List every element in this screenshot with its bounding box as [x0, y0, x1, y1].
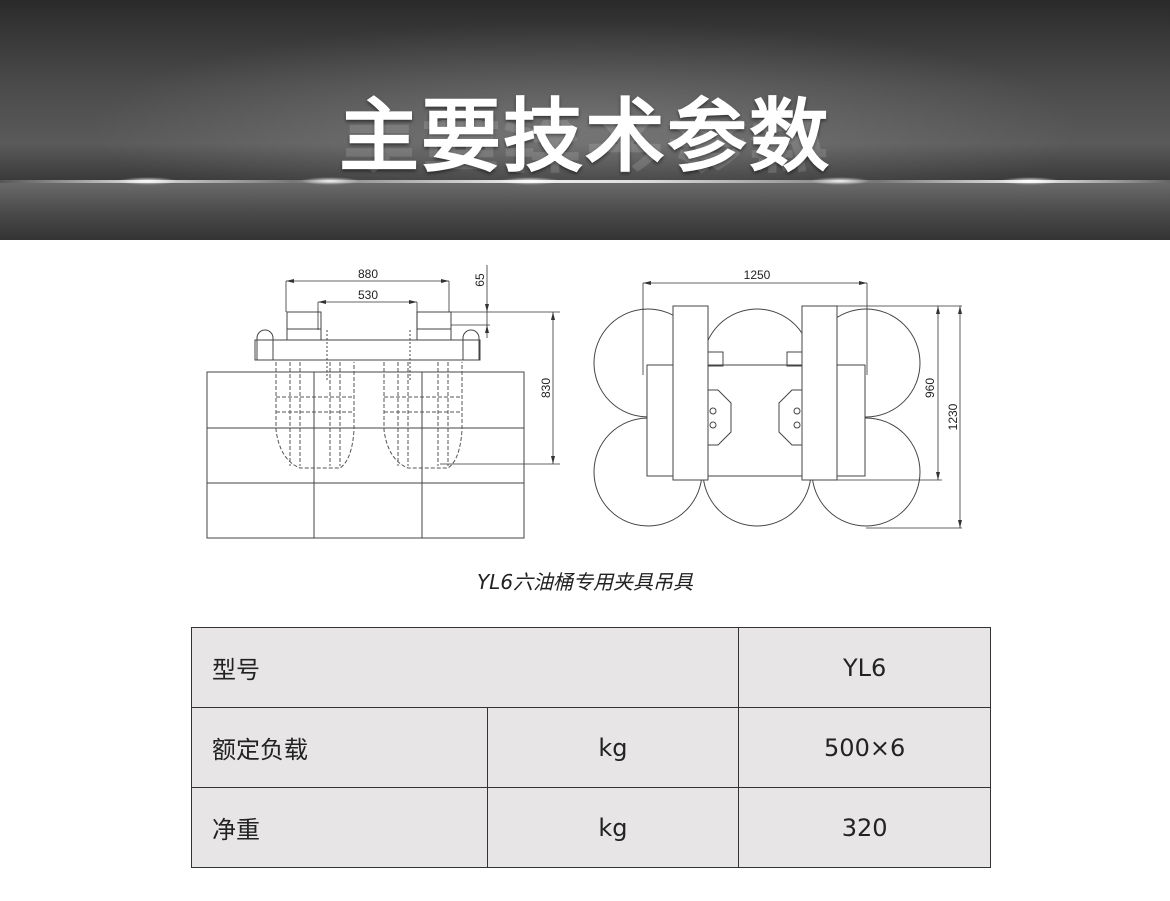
- label-model: 型号: [190, 627, 740, 708]
- value-rated-load: 500×6: [738, 707, 991, 788]
- light-glow: [500, 177, 560, 185]
- dim-530: 530: [358, 288, 378, 302]
- title-banner: 主要技术参数 主要技术参数: [0, 0, 1170, 240]
- dim-880: 880: [358, 267, 378, 281]
- banner-sheen: [0, 0, 1170, 180]
- page-title-reflection: 主要技术参数: [339, 120, 831, 179]
- spec-table: 型号 YL6 额定负载 kg 500×6 净重 kg 320: [190, 627, 991, 868]
- page-title: 主要技术参数: [339, 89, 831, 183]
- top-view-dimensions: 1250 960 1230: [744, 268, 960, 430]
- label-rated-load: 额定负载: [191, 707, 488, 788]
- light-glow: [118, 177, 178, 185]
- front-view-drawing: 880 530 65 830: [206, 265, 560, 539]
- unit-net-weight: kg: [486, 787, 740, 868]
- light-glow: [300, 177, 360, 185]
- table-row-rated-load: 额定负载 kg 500×6: [191, 707, 991, 788]
- top-view-drawing: 1250 960 1230: [593, 268, 962, 529]
- light-glow: [810, 177, 870, 185]
- dim-65: 65: [473, 273, 487, 287]
- table-row-model: 型号 YL6: [190, 627, 991, 708]
- label-net-weight: 净重: [191, 787, 488, 868]
- unit-rated-load: kg: [486, 707, 740, 788]
- value-net-weight: 320: [738, 787, 991, 868]
- dim-1250: 1250: [744, 268, 771, 282]
- light-glow: [1000, 177, 1060, 185]
- banner-floor: [0, 183, 1170, 240]
- front-view-dimensions: 880 530 65 830: [358, 267, 553, 398]
- banner-floor-line: [0, 180, 1170, 183]
- dim-830: 830: [539, 378, 553, 398]
- dim-960: 960: [923, 378, 937, 398]
- drawing-caption: YL6六油桶专用夹具吊具: [476, 570, 694, 594]
- technical-drawings: 880 530 65 830 1: [206, 265, 962, 539]
- table-row-net-weight: 净重 kg 320: [191, 787, 991, 868]
- dim-1230: 1230: [946, 403, 960, 430]
- value-model: YL6: [738, 627, 991, 708]
